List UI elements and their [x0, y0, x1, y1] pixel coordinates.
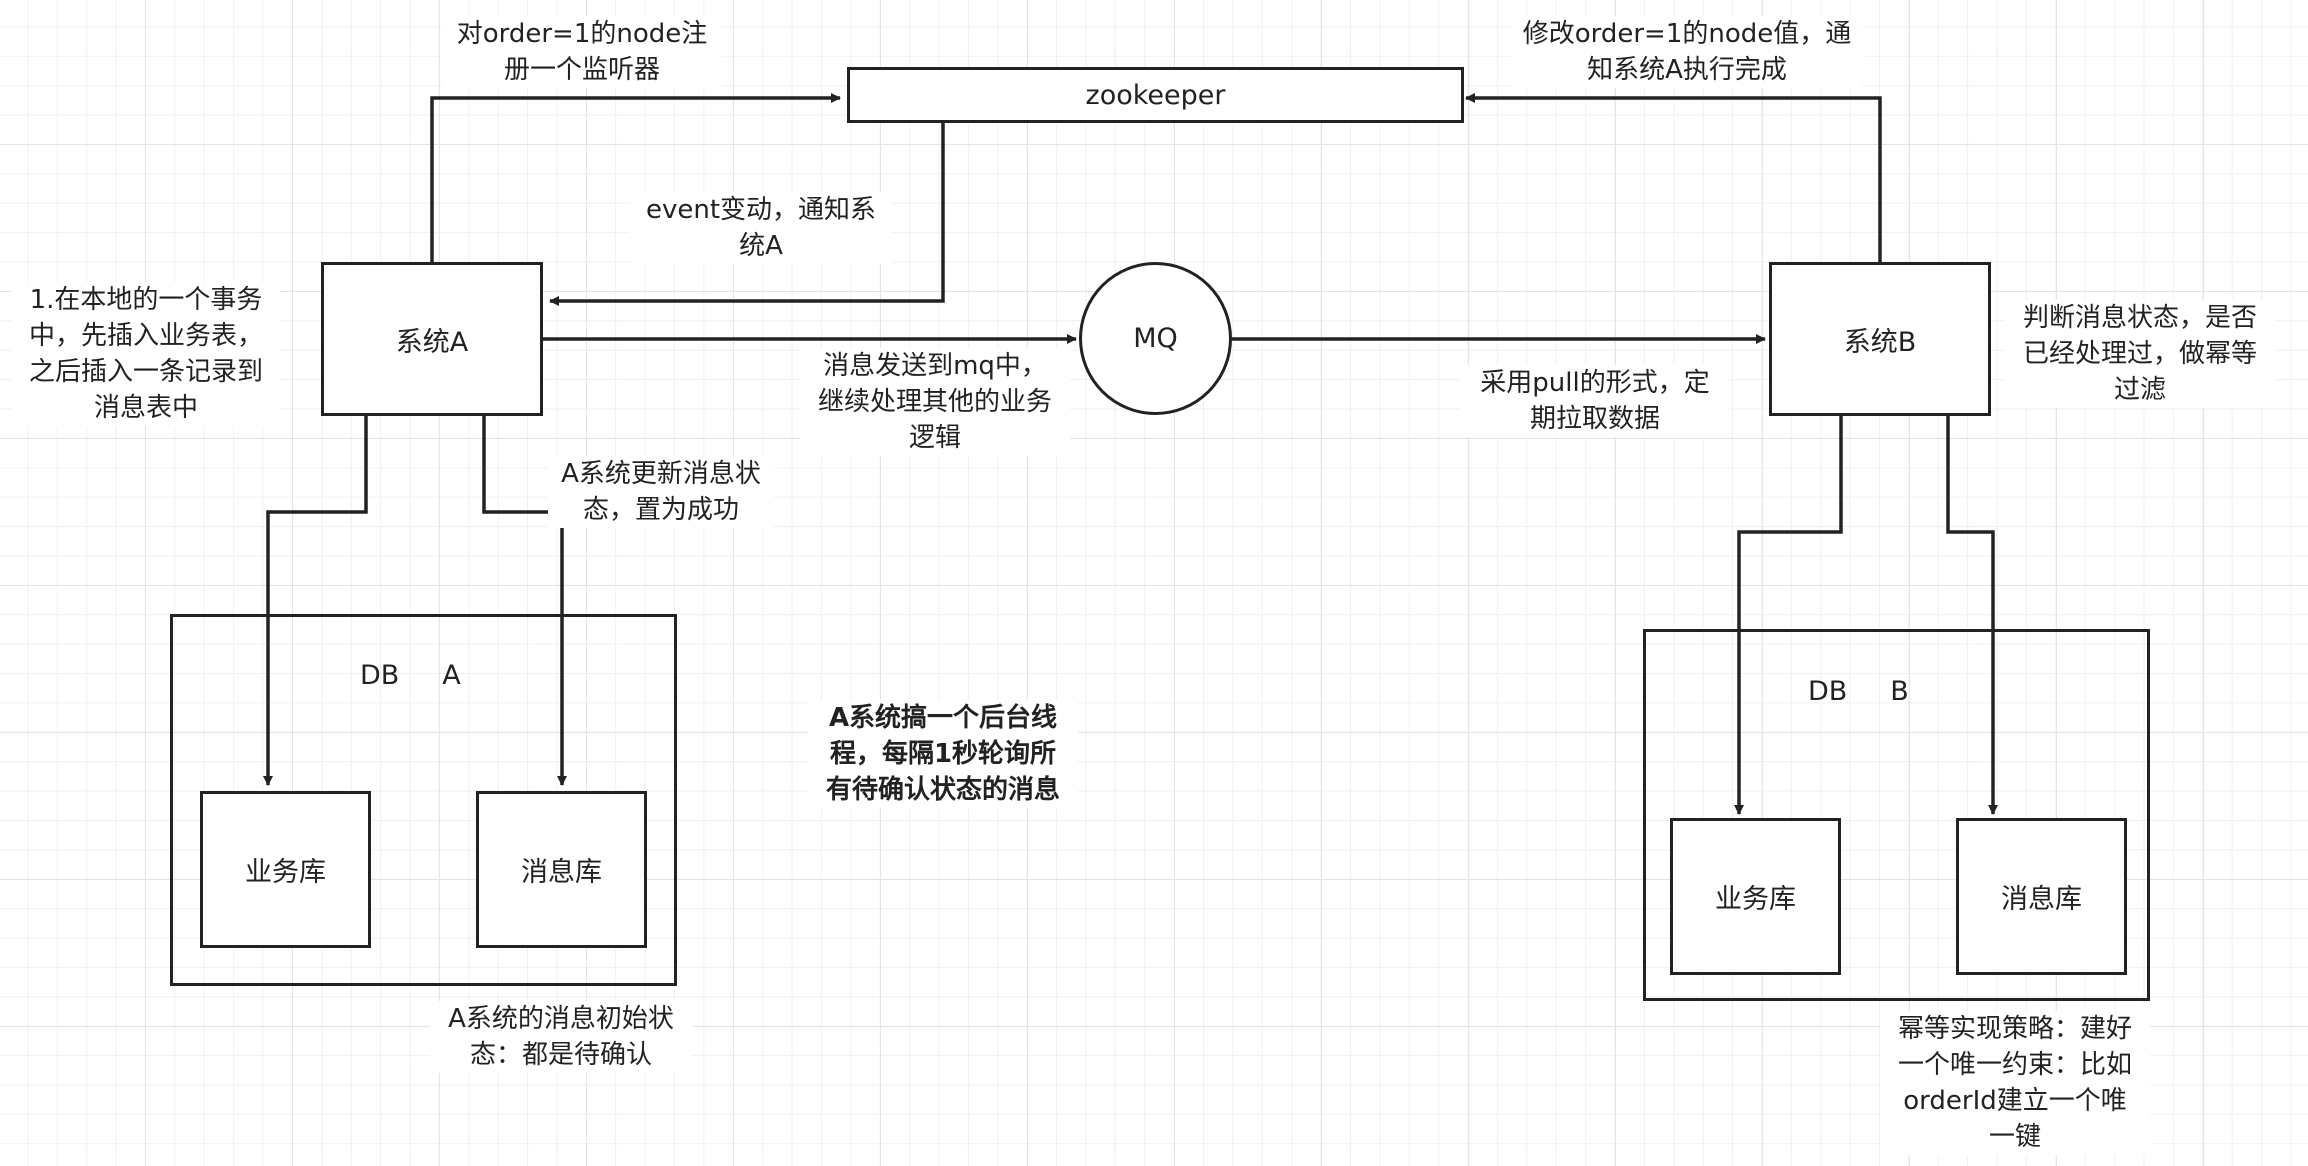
initial-status-label: A系统的消息初始状 态：都是待确认 [430, 1001, 692, 1073]
event-notify-label: event变动，通知系 统A [630, 192, 892, 264]
db-b-message-store: 消息库 [1956, 818, 2127, 975]
db-a-business-store: 业务库 [200, 791, 371, 948]
arrow-system-b-to-message-db [1946, 416, 1998, 815]
arrow-system-b-to-business-db [1734, 416, 1843, 815]
update-status-label: A系统更新消息状 态，置为成功 [548, 456, 774, 528]
db-a-message-label: 消息库 [521, 857, 602, 888]
db-b-business-store: 业务库 [1670, 818, 1841, 975]
db-a-business-label: 业务库 [245, 857, 326, 888]
system-b-node: 系统B [1769, 262, 1991, 416]
system-a-label: 系统A [395, 326, 469, 358]
local-transaction-label: 1.在本地的一个事务 中，先插入业务表， 之后插入一条记录到 消息表中 [12, 282, 280, 426]
arrow-system-b-to-zookeeper [1465, 93, 1882, 262]
db-a-title: DB A [360, 660, 461, 691]
register-listener-label: 对order=1的node注 册一个监听器 [442, 16, 722, 88]
db-a-frame [170, 614, 677, 986]
db-b-message-label: 消息库 [2001, 884, 2082, 915]
arrow-system-a-to-message-db [482, 416, 567, 786]
modify-node-label: 修改order=1的node值，通 知系统A执行完成 [1512, 16, 1862, 88]
db-b-title: DB B [1808, 676, 1909, 707]
arrow-system-a-to-zookeeper [430, 93, 841, 262]
system-a-node: 系统A [321, 262, 543, 416]
arrow-system-a-to-business-db [263, 416, 368, 786]
arrow-zookeeper-to-system-a [549, 123, 945, 306]
zookeeper-node: zookeeper [847, 67, 1464, 123]
mq-node: MQ [1079, 262, 1232, 415]
db-b-frame [1643, 629, 2150, 1001]
send-mq-label: 消息发送到mq中， 继续处理其他的业务 逻辑 [800, 348, 1070, 456]
background-thread-label: A系统搞一个后台线 程，每隔1秒轮询所 有待确认状态的消息 [808, 700, 1078, 808]
check-status-label: 判断消息状态，是否 已经处理过，做幂等 过滤 [2005, 300, 2275, 408]
zookeeper-label: zookeeper [1085, 79, 1226, 111]
mq-label: MQ [1133, 323, 1178, 354]
system-b-label: 系统B [1843, 326, 1917, 358]
pull-label: 采用pull的形式，定 期拉取数据 [1460, 365, 1730, 437]
db-a-message-store: 消息库 [476, 791, 647, 948]
idempotent-label: 幂等实现策略：建好 一个唯一约束：比如 orderId建立一个唯 一键 [1880, 1011, 2150, 1155]
db-b-business-label: 业务库 [1715, 884, 1796, 915]
